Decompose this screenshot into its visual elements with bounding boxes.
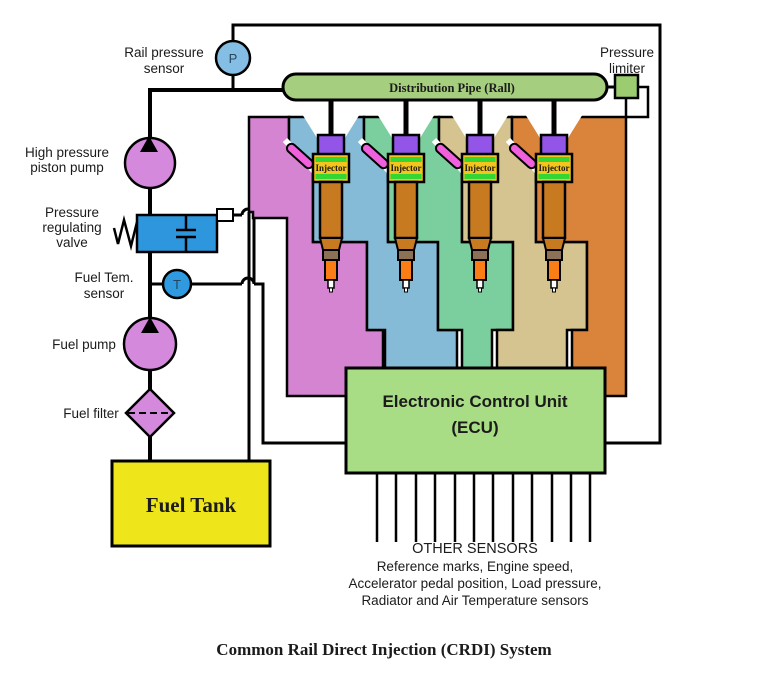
fuel-temp-sensor-label-1: Fuel Tem. (74, 270, 133, 285)
fuel-temp-sensor-symbol: T (173, 277, 181, 292)
ecu-label-1: Electronic Control Unit (382, 392, 567, 411)
injector-band-top (315, 157, 347, 162)
valve-spring-symbol (112, 215, 139, 251)
injector-2: Injector (386, 133, 426, 293)
ecu-box (344, 366, 607, 475)
valve-label-3: valve (56, 235, 88, 250)
injector-1: Injector (311, 133, 351, 293)
valve-body (135, 213, 219, 254)
injector-label: Injector (391, 163, 422, 173)
injector-band-top (464, 157, 496, 162)
injector-taper (393, 237, 419, 251)
injector-band-top (390, 157, 422, 162)
injectors: Injector Injector Injector (311, 133, 574, 293)
injector-collar (397, 249, 415, 261)
injector-nozzle (402, 279, 410, 289)
injector-band-bottom (538, 174, 570, 179)
other-sensors-line-3: Accelerator pedal position, Load pressur… (349, 576, 602, 591)
injector-label: Injector (316, 163, 347, 173)
fuel-tank (110, 459, 272, 548)
injector-label: Injector (465, 163, 496, 173)
sensor-top-frame-line (231, 23, 662, 445)
pressure-regulating-valve (112, 208, 234, 254)
injector-nozzle-tip (478, 287, 482, 293)
rail-pressure-sensor-label-1: Rail pressure (124, 45, 204, 60)
injector-tip (473, 259, 487, 281)
injector-collar (545, 249, 563, 261)
injector-band-bottom (464, 174, 496, 179)
other-sensors-line-2: Reference marks, Engine speed, (377, 559, 574, 574)
limiter-return-loop (624, 85, 650, 119)
injector-taper (318, 237, 344, 251)
high-pressure-pump-label-1: High pressure (25, 145, 109, 160)
injector-tip (399, 259, 413, 281)
injector-collar (471, 249, 489, 261)
pressure-limiter (613, 73, 640, 100)
injector-tip (324, 259, 338, 281)
rail-pressure-sensor (214, 39, 252, 77)
fuel-temp-sensor (161, 268, 193, 300)
injector-nozzle (327, 279, 335, 289)
injector-barrel (393, 180, 419, 240)
injector-wire-stubs (282, 137, 541, 175)
injector-nozzle-tip (552, 287, 556, 293)
other-sensors-title: OTHER SENSORS (412, 541, 538, 557)
injector-supply-lines (328, 97, 557, 140)
valve-outlet-port (216, 208, 234, 222)
injector-nozzle (476, 279, 484, 289)
injector-3: Injector (460, 133, 500, 293)
injector-band-top (538, 157, 570, 162)
injector-4: Injector (534, 133, 574, 293)
injector-nozzle-tip (329, 287, 333, 293)
injector-barrel (318, 180, 344, 240)
injector-taper (467, 237, 493, 251)
fuel-pump-label: Fuel pump (52, 337, 116, 352)
ecu-label-2: (ECU) (451, 418, 498, 437)
injector-taper (541, 237, 567, 251)
fuel-filter-label: Fuel filter (63, 406, 119, 421)
injector-label: Injector (539, 163, 570, 173)
ecu-sensor-pins (375, 473, 592, 542)
fuel-pump-direction-arrow (141, 317, 159, 333)
valve-capacitor-symbol (176, 216, 196, 251)
high-pressure-pump-label-2: piston pump (30, 160, 104, 175)
pressure-limiter-label-1: Pressure (600, 45, 654, 60)
pump-direction-arrow (140, 136, 158, 152)
injector-barrel (467, 180, 493, 240)
rail-pressure-sensor-symbol: P (229, 51, 238, 66)
valve-label-2: regulating (42, 220, 101, 235)
diagram-caption: Common Rail Direct Injection (CRDI) Syst… (216, 640, 551, 659)
other-sensors-line-4: Radiator and Air Temperature sensors (361, 593, 588, 608)
injector-band-bottom (315, 174, 347, 179)
injector-nozzle-tip (404, 287, 408, 293)
distribution-rail-label: Distribution Pipe (Rall) (389, 81, 515, 95)
injector-tip (547, 259, 561, 281)
injector-band-bottom (390, 174, 422, 179)
injector-barrel (541, 180, 567, 240)
valve-label-1: Pressure (45, 205, 99, 220)
stub-pins (285, 142, 538, 170)
fuel-tank-label: Fuel Tank (146, 493, 237, 517)
pressure-limiter-label-2: limiter (609, 61, 646, 76)
injector-collar (322, 249, 340, 261)
valve-return-line (233, 213, 256, 284)
fuel-temp-sensor-label-2: sensor (84, 286, 125, 301)
injector-nozzle (550, 279, 558, 289)
rail-pressure-sensor-label-2: sensor (144, 61, 185, 76)
distribution-rail (281, 72, 609, 102)
